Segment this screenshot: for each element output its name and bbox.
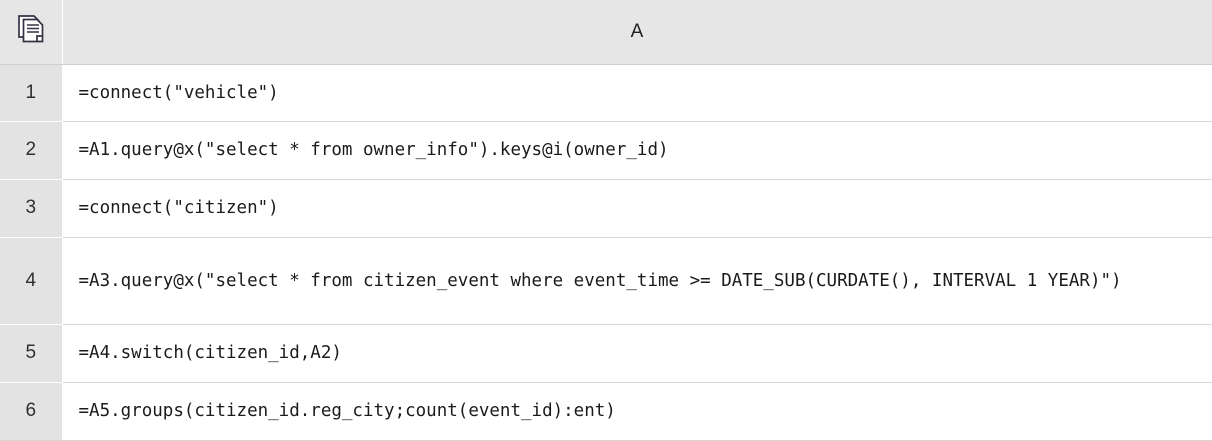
cell-a1[interactable]: =connect("vehicle") xyxy=(62,64,1212,122)
select-all-corner[interactable] xyxy=(0,0,63,65)
table-row[interactable]: 2 =A1.query@x("select * from owner_info"… xyxy=(0,121,1212,180)
documents-icon xyxy=(16,13,46,45)
cell-a5[interactable]: =A4.switch(citizen_id,A2) xyxy=(62,324,1212,383)
cell-a2[interactable]: =A1.query@x("select * from owner_info").… xyxy=(62,121,1212,180)
table-row[interactable]: 4 =A3.query@x("select * from citizen_eve… xyxy=(0,237,1212,325)
row-header-1[interactable]: 1 xyxy=(0,64,63,122)
table-row[interactable]: 6 =A5.groups(citizen_id.reg_city;count(e… xyxy=(0,382,1212,441)
cell-a4[interactable]: =A3.query@x("select * from citizen_event… xyxy=(62,237,1212,325)
row-header-6[interactable]: 6 xyxy=(0,382,63,441)
column-header-a[interactable]: A xyxy=(62,0,1212,65)
grid-header-row: A xyxy=(0,0,1212,65)
row-header-3[interactable]: 3 xyxy=(0,179,63,239)
row-header-4[interactable]: 4 xyxy=(0,237,63,325)
table-row[interactable]: 1 =connect("vehicle") xyxy=(0,64,1212,122)
cell-a6[interactable]: =A5.groups(citizen_id.reg_city;count(eve… xyxy=(62,382,1212,441)
cell-a3[interactable]: =connect("citizen") xyxy=(62,179,1212,239)
table-row[interactable]: 3 =connect("citizen") xyxy=(0,179,1212,239)
table-row[interactable]: 5 =A4.switch(citizen_id,A2) xyxy=(0,324,1212,383)
row-header-2[interactable]: 2 xyxy=(0,121,63,180)
row-header-5[interactable]: 5 xyxy=(0,324,63,383)
